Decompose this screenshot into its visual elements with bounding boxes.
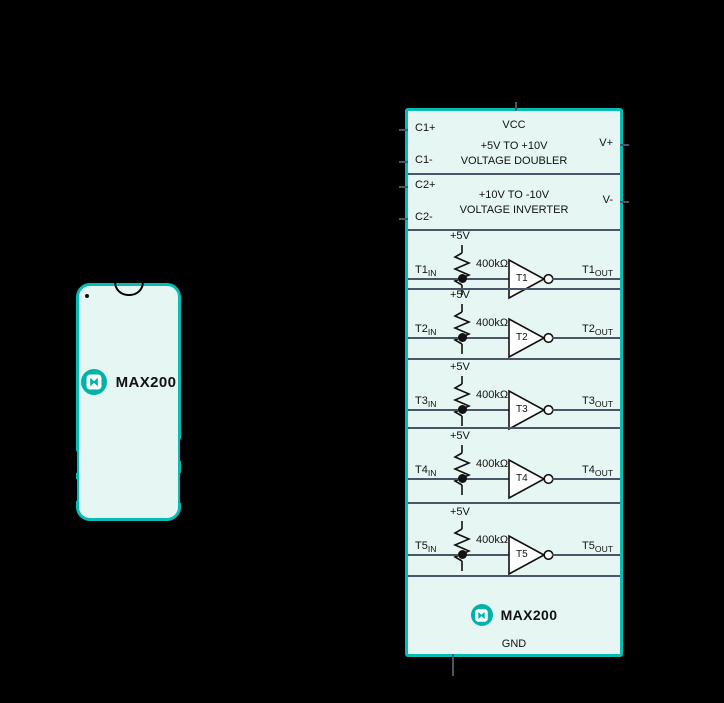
t4-output-wire: [552, 478, 620, 480]
pin-c1-plus-stub: [399, 129, 408, 131]
voltage-inverter-line2: VOLTAGE INVERTER: [459, 204, 569, 216]
pin-gnd-label: GND: [501, 638, 527, 650]
t5-out-label: T5OUT: [582, 540, 613, 555]
t2-gate-label: T2: [516, 332, 528, 343]
t2-in-label: T2IN: [415, 323, 437, 338]
t3-resistor-value: 400kΩ: [476, 389, 509, 401]
t2-supply-label: +5V: [450, 289, 470, 301]
t4-junction-dot: [458, 474, 467, 483]
phone-brand-label: MAX200: [115, 373, 177, 391]
t3-out-label: T3OUT: [582, 395, 613, 410]
t5-gate-label: T5: [516, 549, 528, 560]
t3-resistor-icon: [452, 376, 472, 426]
t1-gate-label: T1: [516, 273, 528, 284]
t5-junction-dot: [458, 550, 467, 559]
t2-resistor-value: 400kΩ: [476, 317, 509, 329]
chip-part-number: MAX200: [500, 607, 558, 623]
phone-button-right-upper[interactable]: [180, 439, 183, 461]
phone-button-left-upper[interactable]: [74, 451, 77, 473]
t4-resistor-value: 400kΩ: [476, 458, 509, 470]
t4-inverter-icon: [508, 458, 554, 500]
section-divider-6: [408, 502, 620, 504]
t3-output-wire: [552, 409, 620, 411]
pin-gnd-stub: [452, 654, 454, 676]
analog-devices-logo-icon: [80, 369, 107, 395]
t3-inverter-icon: [508, 389, 554, 431]
t4-gate-label: T4: [516, 473, 528, 484]
t5-output-wire: [552, 554, 620, 556]
t2-resistor-icon: [452, 304, 472, 354]
section-divider-1: [408, 173, 620, 175]
pin-vcc-label: VCC: [502, 119, 526, 131]
channel-t2: +5V 400kΩ T2IN T2 T2OUT: [408, 288, 620, 359]
phone-brand: MAX200: [76, 369, 181, 395]
pin-v-plus-stub: [620, 144, 629, 146]
pin-c2-minus-label: C2-: [415, 211, 433, 223]
pin-c2-minus-stub: [399, 218, 408, 220]
t1-junction-dot: [458, 274, 467, 283]
t1-resistor-icon: [452, 245, 472, 295]
t1-output-wire: [552, 278, 620, 280]
t5-inverter-icon: [508, 534, 554, 576]
t4-in-label: T4IN: [415, 464, 437, 479]
pin-c1-minus-stub: [399, 161, 408, 163]
analog-devices-logo-icon: [470, 604, 493, 626]
t3-in-label: T3IN: [415, 395, 437, 410]
max200-block-diagram: VCC C1+ C1- V+ +5V TO +10V VOLTAGE DOUBL…: [399, 102, 629, 676]
pin-c1-plus-label: C1+: [415, 122, 436, 134]
phone-button-right-lower[interactable]: [180, 473, 183, 503]
channel-t5: +5V 400kΩ T5IN T5 T5OUT: [408, 505, 620, 576]
voltage-doubler-line1: +5V TO +10V: [480, 140, 548, 152]
channel-t3: +5V 400kΩ T3IN T3 T3OUT: [408, 360, 620, 431]
t2-inverter-icon: [508, 317, 554, 359]
t3-gate-label: T3: [516, 404, 528, 415]
t4-out-label: T4OUT: [582, 464, 613, 479]
section-divider-3: [408, 288, 620, 290]
t5-supply-label: +5V: [450, 506, 470, 518]
t4-resistor-icon: [452, 445, 472, 495]
channel-t1: +5V 400kΩ T1IN T1 T1OUT: [408, 229, 620, 300]
pin-c1-minus-label: C1-: [415, 154, 433, 166]
t1-supply-label: +5V: [450, 230, 470, 242]
voltage-inverter-line1: +10V TO -10V: [478, 189, 550, 201]
t2-output-wire: [552, 337, 620, 339]
voltage-doubler-line2: VOLTAGE DOUBLER: [460, 155, 568, 167]
phone-camera-dot: [85, 294, 89, 298]
t2-out-label: T2OUT: [582, 323, 613, 338]
pin-c2-plus-stub: [399, 186, 408, 188]
t3-junction-dot: [458, 405, 467, 414]
t3-supply-label: +5V: [450, 361, 470, 373]
t5-in-label: T5IN: [415, 540, 437, 555]
pin-v-plus-label: V+: [599, 137, 613, 149]
phone-body: [76, 283, 181, 521]
t5-resistor-value: 400kΩ: [476, 534, 509, 546]
pin-vcc-stub: [515, 102, 517, 111]
chip-brand: MAX200: [408, 604, 620, 626]
phone-button-left-lower[interactable]: [74, 479, 77, 501]
t4-supply-label: +5V: [450, 430, 470, 442]
t5-resistor-icon: [452, 521, 472, 571]
section-divider-5: [408, 427, 620, 429]
pin-v-minus-label: V-: [602, 194, 613, 206]
channel-t4: +5V 400kΩ T4IN T4 T4OUT: [408, 429, 620, 500]
section-divider-7: [408, 575, 620, 577]
pin-c2-plus-label: C2+: [415, 179, 436, 191]
t1-in-label: T1IN: [415, 264, 437, 279]
t1-out-label: T1OUT: [582, 264, 613, 279]
t2-junction-dot: [458, 333, 467, 342]
phone-mockup: MAX200: [74, 282, 183, 521]
section-divider-4: [408, 358, 620, 360]
section-divider-2: [408, 229, 620, 231]
pin-v-minus-stub: [620, 201, 629, 203]
t1-resistor-value: 400kΩ: [476, 258, 509, 270]
